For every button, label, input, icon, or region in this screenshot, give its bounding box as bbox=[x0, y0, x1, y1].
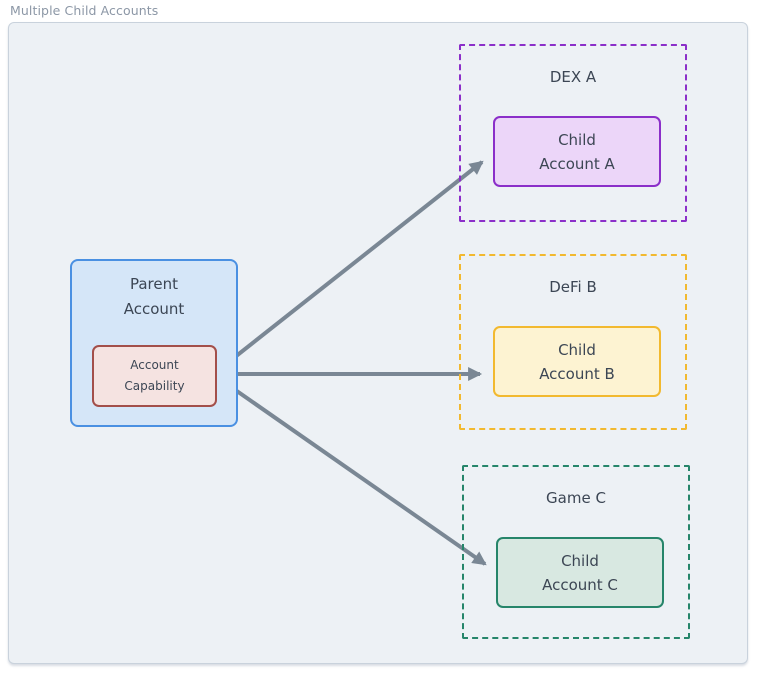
parent-account-label: Parent Account bbox=[72, 261, 236, 322]
child-b-label-line-1: Child bbox=[558, 340, 596, 359]
child-c-label-line-2: Account C bbox=[542, 575, 618, 594]
child-a-label-line-2: Account A bbox=[539, 154, 615, 173]
child-account-a-box: Child Account A bbox=[493, 116, 661, 187]
child-account-b-box: Child Account B bbox=[493, 326, 661, 397]
child-account-c-box: Child Account C bbox=[496, 537, 664, 608]
diagram-title: Multiple Child Accounts bbox=[10, 3, 159, 18]
parent-label-line-2: Account bbox=[123, 300, 185, 318]
group-game-c: Game C Child Account C bbox=[462, 465, 690, 639]
group-defi-b-label: DeFi B bbox=[549, 278, 597, 296]
capability-label-line-1: Account bbox=[130, 358, 179, 372]
child-c-label-line-1: Child bbox=[561, 551, 599, 570]
group-dex-a-label: DEX A bbox=[549, 68, 597, 86]
parent-account-box: Parent Account Account Capability bbox=[70, 259, 238, 427]
account-capability-box: Account Capability bbox=[92, 345, 217, 407]
child-b-label-line-2: Account B bbox=[539, 364, 615, 383]
capability-label-line-2: Capability bbox=[124, 379, 185, 393]
child-a-label-line-1: Child bbox=[558, 130, 596, 149]
group-defi-b: DeFi B Child Account B bbox=[459, 254, 687, 430]
group-dex-a: DEX A Child Account A bbox=[459, 44, 687, 222]
group-game-c-label: Game C bbox=[546, 489, 606, 507]
parent-label-line-1: Parent bbox=[129, 275, 179, 293]
